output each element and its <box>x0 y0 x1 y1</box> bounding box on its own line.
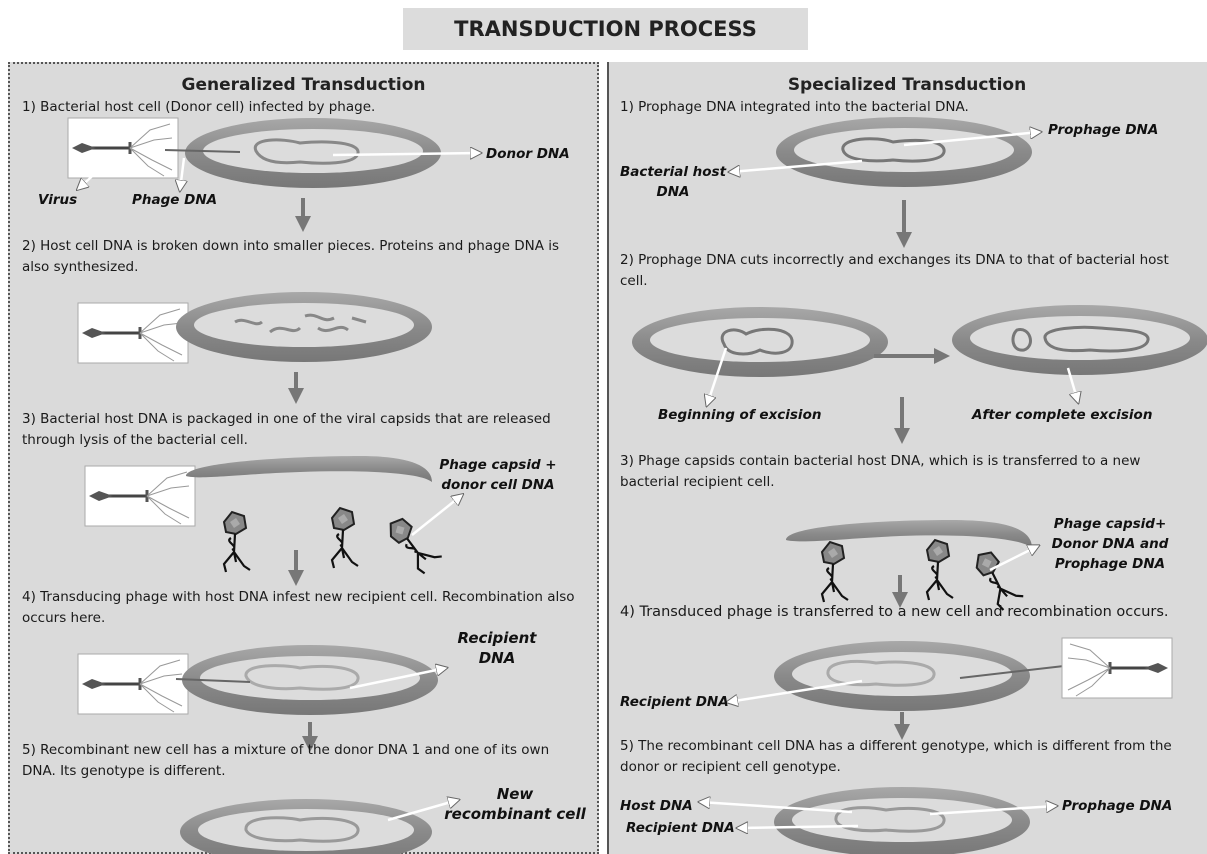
label-donor-dna: Donor DNA <box>486 146 570 162</box>
phage-icon <box>76 301 190 365</box>
label-recipient-dna-specialized: Recipient DNA <box>620 694 729 710</box>
generalized-step-5: 5) Recombinant new cell has a mixture of… <box>22 742 550 779</box>
phage-particle <box>820 540 850 604</box>
label-new-recombinant: New recombinant cell <box>440 784 590 824</box>
specialized-step-5: 5) The recombinant cell DNA has a differ… <box>620 738 1172 775</box>
label-capsid-line2: Donor DNA and <box>1051 536 1169 552</box>
donor-dna-loop <box>253 138 360 165</box>
specialized-heading: Specialized Transduction <box>787 75 1027 95</box>
label-after-excision: After complete excision <box>972 407 1153 423</box>
phage-icon <box>66 116 180 180</box>
label-phage-capsid-line2: donor cell DNA <box>441 477 555 493</box>
label-recipient-dna-final: Recipient DNA <box>626 820 735 836</box>
specialized-step-1: 1) Prophage DNA integrated into the bact… <box>620 99 969 115</box>
lysed-cell <box>186 456 432 482</box>
label-prophage-dna: Prophage DNA <box>1048 122 1159 138</box>
specialized-step-2: 2) Prophage DNA cuts incorrectly and exc… <box>620 252 1169 289</box>
label-phage-capsid: Phage capsid + donor cell DNA <box>428 455 568 495</box>
label-phage-capsid-line1: Phage capsid + <box>439 457 557 473</box>
transducing-phage <box>383 510 445 576</box>
label-bacterial-host-dna: Bacterial host DNA <box>614 162 732 202</box>
generalized-heading: Generalized Transduction <box>181 75 426 95</box>
phage-icon <box>76 652 190 716</box>
label-recipient-line2: DNA <box>478 649 516 667</box>
label-virus: Virus <box>38 192 78 208</box>
label-phage-dna: Phage DNA <box>132 192 218 208</box>
generalized-step-1: 1) Bacterial host cell (Donor cell) infe… <box>22 99 376 115</box>
label-bacterial-host-line2: DNA <box>656 184 690 200</box>
label-bacterial-host-line1: Bacterial host <box>619 164 727 180</box>
label-host-dna: Host DNA <box>620 798 693 814</box>
dna-fragments <box>234 313 367 334</box>
generalized-panel <box>8 62 599 854</box>
phage-particle <box>222 510 252 574</box>
label-recipient-line1: Recipient <box>457 629 537 647</box>
label-capsid-line3: Prophage DNA <box>1054 556 1166 572</box>
phage-icon <box>1060 636 1174 700</box>
generalized-step-4: 4) Transducing phage with host DNA infes… <box>22 589 575 626</box>
label-prophage-dna-final: Prophage DNA <box>1062 798 1173 814</box>
donor-dna-arrow <box>332 153 480 155</box>
label-beginning-excision: Beginning of excision <box>658 407 822 423</box>
generalized-step-3: 3) Bacterial host DNA is packaged in one… <box>22 411 551 448</box>
generalized-step-2: 2) Host cell DNA is broken down into sma… <box>22 238 560 275</box>
specialized-step-4: 4) Transduced phage is transferred to a … <box>620 604 1169 620</box>
phage-particle <box>925 538 955 602</box>
lysed-cell <box>786 520 1032 548</box>
phage-particle <box>330 506 360 570</box>
label-new-line2: recombinant cell <box>444 805 586 823</box>
diagram-title: TRANSDUCTION PROCESS <box>403 8 808 50</box>
label-phage-capsid-specialized: Phage capsid+ Donor DNA and Prophage DNA <box>1030 514 1190 574</box>
label-recipient-dna: Recipient DNA <box>432 628 562 668</box>
phage-icon <box>83 464 197 528</box>
specialized-panel <box>607 62 1207 854</box>
label-new-line1: New <box>496 785 534 803</box>
label-capsid-line1: Phage capsid+ <box>1053 516 1167 532</box>
specialized-step-3: 3) Phage capsids contain bacterial host … <box>620 453 1141 490</box>
